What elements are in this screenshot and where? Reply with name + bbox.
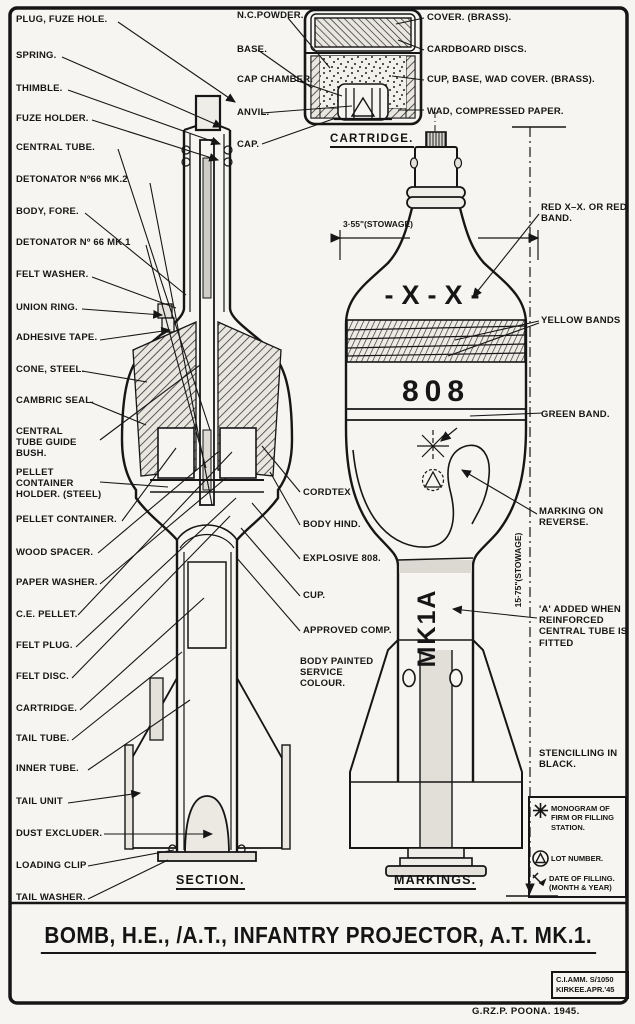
sheet-title: BOMB, H.E., /A.T., INFANTRY PROJECTOR, A… bbox=[41, 922, 596, 954]
label-ce-pellet: C.E. PELLET. bbox=[16, 609, 78, 620]
label-wad-compressed-paper: WAD, COMPRESSED PAPER. bbox=[427, 106, 564, 117]
cartridge-figure bbox=[303, 8, 423, 126]
label-stencilling-in-black: STENCILLING IN BLACK. bbox=[539, 748, 618, 771]
label-base: BASE. bbox=[237, 44, 268, 55]
label-green-band: GREEN BAND. bbox=[541, 409, 610, 420]
label-body-fore: BODY, FORE. bbox=[16, 206, 79, 217]
label-yellow-bands: YELLOW BANDS bbox=[541, 315, 621, 326]
label-central-tube: CENTRAL TUBE. bbox=[16, 142, 95, 153]
date-arrow-icon bbox=[532, 872, 548, 893]
label-cover-brass: COVER. (BRASS). bbox=[427, 12, 512, 23]
label-inner-tube: INNER TUBE. bbox=[16, 763, 79, 774]
reference-number: C.I.AMM. S/1050 bbox=[556, 975, 614, 984]
label-thimble: THIMBLE. bbox=[16, 83, 63, 94]
stamp-mk1a: MK1A bbox=[413, 589, 441, 668]
legend-lot-number-text: LOT NUMBER. bbox=[551, 854, 604, 863]
label-cardboard-discs: CARDBOARD DISCS. bbox=[427, 44, 527, 55]
dim-width-text: 3·55"(STOWAGE) bbox=[343, 219, 413, 229]
label-body-hind: BODY HIND. bbox=[303, 519, 361, 530]
label-paper-washer: PAPER WASHER. bbox=[16, 577, 98, 588]
label-loading-clip: LOADING CLIP bbox=[16, 860, 87, 871]
x-marks-stamp: -X-X- bbox=[385, 280, 488, 310]
label-union-ring: UNION RING. bbox=[16, 302, 78, 313]
label-cartridge: CARTRIDGE. bbox=[16, 703, 78, 714]
markings-figure bbox=[344, 112, 528, 877]
label-detonator-66-mk2: DETONATOR Nº66 MK.2 bbox=[16, 174, 128, 185]
dim-height-text: 15·75"(STOWAGE) bbox=[513, 532, 523, 607]
caption-cartridge: CARTRIDGE. bbox=[330, 133, 414, 148]
label-felt-washer: FELT WASHER. bbox=[16, 269, 89, 280]
legend-monogram-text: MONOGRAM OF FIRM OR FILLING STATION. bbox=[551, 804, 614, 832]
label-nc-powder: N.C.POWDER. bbox=[237, 10, 304, 21]
label-detonator-66-mk1: DETONATOR Nº 66 MK.1 bbox=[16, 237, 131, 248]
label-cap-chamber: CAP CHAMBER. bbox=[237, 74, 314, 85]
label-adhesive-tape: ADHESIVE TAPE. bbox=[16, 332, 98, 343]
label-tail-tube: TAIL TUBE. bbox=[16, 733, 70, 744]
monogram-star-icon bbox=[533, 803, 548, 823]
legend-box: MONOGRAM OF FIRM OR FILLING STATION. LOT… bbox=[528, 796, 627, 898]
label-cup-base-wad-cover: CUP, BASE, WAD COVER. (BRASS). bbox=[427, 74, 595, 85]
legend-date-of-filling-text: DATE OF FILLING. (MONTH & YEAR) bbox=[549, 874, 615, 893]
label-tail-unit: TAIL UNIT bbox=[16, 796, 63, 807]
label-marking-on-reverse: MARKING ON REVERSE. bbox=[539, 506, 604, 529]
label-anvil: ANVIL. bbox=[237, 107, 270, 118]
label-cordtex: CORDTEX bbox=[303, 487, 351, 498]
label-central-tube-guide-bush: CENTRAL TUBE GUIDE BUSH. bbox=[16, 426, 77, 460]
title-block: BOMB, H.E., /A.T., INFANTRY PROJECTOR, A… bbox=[10, 922, 627, 954]
label-pellet-container-holder: PELLET CONTAINER HOLDER. (STEEL) bbox=[16, 467, 102, 501]
label-felt-disc: FELT DISC. bbox=[16, 671, 70, 682]
reference-box: C.I.AMM. S/1050 KIRKEE.APR.'45 bbox=[551, 971, 629, 999]
label-spring: SPRING. bbox=[16, 50, 57, 61]
stencil-markings: -X-X- 808 MK1A bbox=[385, 280, 488, 668]
lot-number-icon bbox=[532, 850, 549, 872]
label-felt-plug: FELT PLUG. bbox=[16, 640, 73, 651]
stamp-808: 808 bbox=[402, 375, 470, 408]
credit-line: G.RZ.P. POONA. 1945. bbox=[472, 1006, 580, 1017]
label-approved-comp: APPROVED COMP. bbox=[303, 625, 392, 636]
label-tail-washer: TAIL WASHER. bbox=[16, 892, 86, 903]
label-pellet-container: PELLET CONTAINER. bbox=[16, 514, 117, 525]
label-body-painted-service-colour: BODY PAINTED SERVICE COLOUR. bbox=[300, 656, 374, 690]
caption-section: SECTION. bbox=[176, 873, 245, 890]
label-fuze-holder: FUZE HOLDER. bbox=[16, 113, 89, 124]
leader-lines bbox=[61, 17, 544, 900]
label-cambric-seal: CAMBRIC SEAL. bbox=[16, 395, 95, 406]
section-figure bbox=[120, 94, 294, 862]
label-cup: CUP. bbox=[303, 590, 326, 601]
border-frame bbox=[8, 6, 629, 1005]
label-cap: CAP. bbox=[237, 139, 260, 150]
label-wood-spacer: WOOD SPACER. bbox=[16, 547, 94, 558]
label-cone-steel: CONE, STEEL. bbox=[16, 364, 85, 375]
label-a-added-note: 'A' ADDED WHEN REINFORCED CENTRAL TUBE I… bbox=[539, 604, 628, 649]
label-red-x-band: RED X–X. OR RED BAND. bbox=[541, 202, 627, 225]
label-dust-excluder: DUST EXCLUDER. bbox=[16, 828, 103, 839]
caption-markings: MARKINGS. bbox=[394, 873, 477, 890]
label-explosive-808: EXPLOSIVE 808. bbox=[303, 553, 381, 564]
reference-place-date: KIRKEE.APR.'45 bbox=[556, 985, 615, 995]
label-plug-fuze-hole: PLUG, FUZE HOLE. bbox=[16, 14, 108, 25]
